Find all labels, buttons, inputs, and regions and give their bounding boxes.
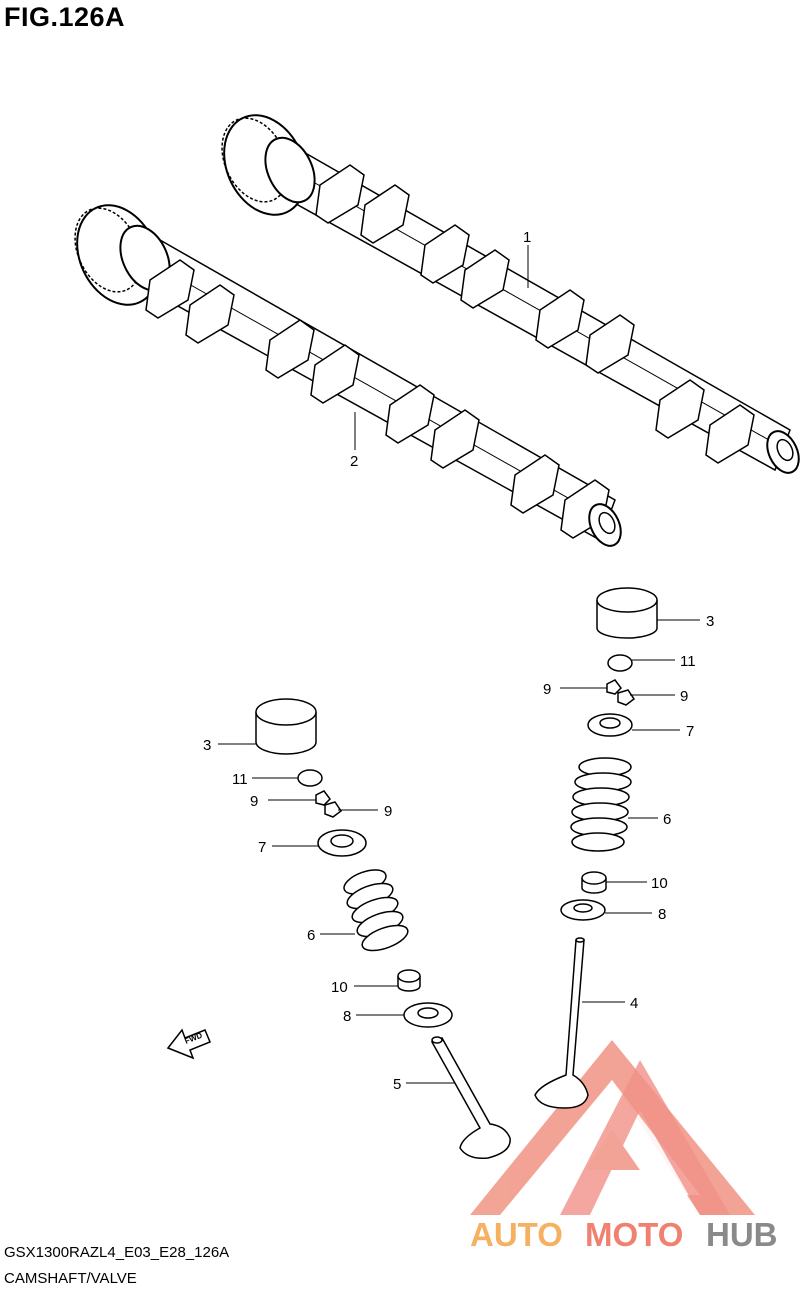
callout-9-left-a: 9 <box>250 793 258 810</box>
callout-10-right: 10 <box>651 875 668 892</box>
callout-7-right: 7 <box>686 723 694 740</box>
callout-9-right-a: 9 <box>543 681 551 698</box>
footer-diagram-code: GSX1300RAZL4_E03_E28_126A <box>4 1244 230 1261</box>
callout-6-right: 6 <box>663 811 671 828</box>
left-valve-assembly <box>255 698 511 1160</box>
callout-11-left: 11 <box>232 771 248 788</box>
watermark-auto: AUTO <box>470 1216 563 1253</box>
callout-7-left: 7 <box>258 839 266 856</box>
callout-9-left-b: 9 <box>384 803 392 820</box>
watermark-text: AUTO MOTO HUB <box>470 1216 778 1253</box>
leader-lines <box>218 245 700 1084</box>
figure-title: FIG.126A <box>4 2 126 32</box>
callout-8-right: 8 <box>658 906 666 923</box>
right-valve-assembly <box>534 587 658 1109</box>
footer-diagram-name: CAMSHAFT/VALVE <box>4 1270 137 1287</box>
callout-8-left: 8 <box>343 1008 351 1025</box>
camshaft-2 <box>74 204 622 547</box>
callout-labels: 1 2 3 11 9 9 7 6 10 8 4 3 11 9 9 7 6 10 … <box>203 229 714 1093</box>
watermark-logo <box>470 1040 755 1215</box>
callout-4: 4 <box>630 995 638 1012</box>
callout-6-left: 6 <box>307 927 315 944</box>
spring-left <box>343 869 409 952</box>
spring-right <box>570 757 632 852</box>
callout-3-left: 3 <box>203 737 211 754</box>
callout-5: 5 <box>393 1076 401 1093</box>
callout-3-right: 3 <box>706 613 714 630</box>
watermark-hub: HUB <box>706 1216 778 1253</box>
callout-1: 1 <box>523 229 531 246</box>
callout-10-left: 10 <box>331 979 348 996</box>
fwd-direction-arrow: FWD <box>166 1028 211 1060</box>
camshaft-1 <box>221 114 800 474</box>
callout-11-right: 11 <box>680 653 696 670</box>
callout-2: 2 <box>350 453 358 470</box>
callout-9-right-b: 9 <box>680 688 688 705</box>
watermark-moto: MOTO <box>585 1216 683 1253</box>
